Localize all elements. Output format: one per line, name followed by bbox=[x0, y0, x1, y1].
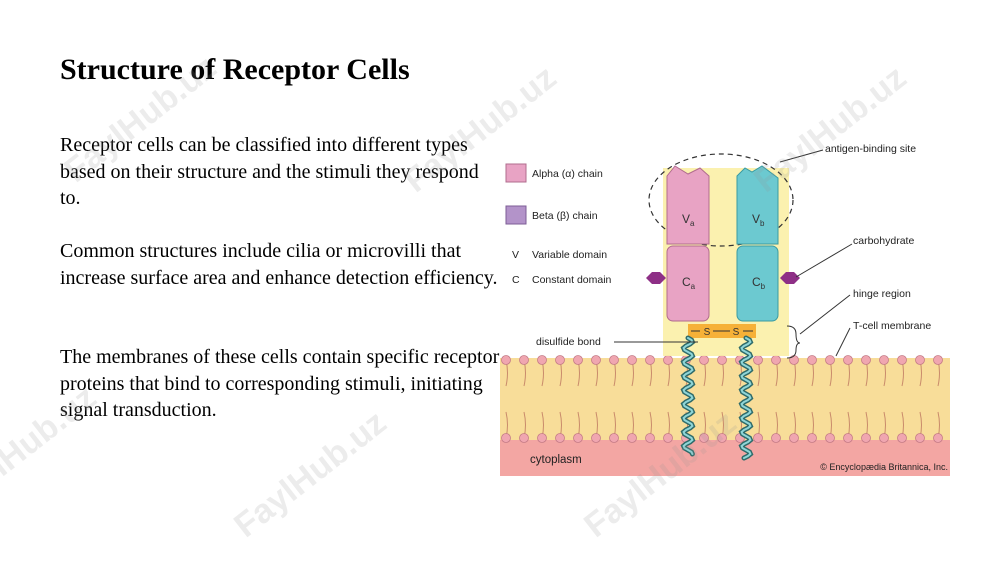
lipid-head bbox=[663, 355, 673, 365]
lipid-head bbox=[573, 433, 583, 443]
lipid-head bbox=[897, 355, 907, 365]
lipid-head bbox=[825, 433, 835, 443]
lipid-head bbox=[807, 433, 817, 443]
lipid-head bbox=[753, 355, 763, 365]
lipid-head bbox=[591, 433, 601, 443]
lipid-head bbox=[699, 433, 709, 443]
lipid-head bbox=[627, 355, 637, 365]
alpha-chain-swatch bbox=[505, 163, 527, 183]
lipid-head bbox=[717, 355, 727, 365]
lipid-head bbox=[771, 433, 781, 443]
t-cell-receptor-diagram: S S Va Vb Ca Cb Alpha (α) chain Beta (β)… bbox=[500, 138, 955, 478]
label-disulfide-bond: disulfide bond bbox=[536, 336, 601, 348]
lipid-head bbox=[609, 355, 619, 365]
alpha-constant-label: Ca bbox=[682, 275, 696, 291]
lipid-head bbox=[753, 433, 763, 443]
lipid-head bbox=[915, 355, 925, 365]
label-hinge-region: hinge region bbox=[853, 288, 911, 300]
lipid-head bbox=[879, 433, 889, 443]
sulfur-left: S bbox=[704, 327, 711, 338]
carbohydrate-left bbox=[646, 272, 666, 284]
legend-v-key: V bbox=[512, 249, 519, 261]
paragraph-receptor-proteins: The membranes of these cells contain spe… bbox=[60, 346, 500, 421]
carbohydrate-right bbox=[780, 272, 800, 284]
cytoplasm-region bbox=[500, 440, 950, 476]
lipid-head bbox=[789, 355, 799, 365]
lipid-head bbox=[915, 433, 925, 443]
sulfur-right: S bbox=[733, 327, 740, 338]
lipid-head bbox=[933, 355, 943, 365]
beta-variable-label: Vb bbox=[752, 212, 765, 228]
alpha-variable-label: Va bbox=[682, 212, 695, 228]
watermark: FaylHub.uz bbox=[227, 403, 394, 545]
lipid-head bbox=[879, 355, 889, 365]
beta-variable-domain bbox=[736, 165, 779, 245]
antigen-binding-site-outline bbox=[648, 153, 794, 247]
lipid-head bbox=[717, 433, 727, 443]
lipid-head bbox=[825, 355, 835, 365]
lipid-head bbox=[591, 355, 601, 365]
lipid-head bbox=[501, 355, 511, 365]
slide-title: Structure of Receptor Cells bbox=[60, 53, 410, 86]
lipid-head bbox=[519, 433, 529, 443]
lipid-head bbox=[555, 355, 565, 365]
legend-constant-domain: Constant domain bbox=[532, 274, 612, 286]
lipid-head bbox=[537, 355, 547, 365]
lipid-head bbox=[699, 355, 709, 365]
legend-alpha-chain: Alpha (α) chain bbox=[532, 168, 603, 180]
legend-variable-domain: Variable domain bbox=[532, 249, 607, 261]
lipid-head bbox=[573, 355, 583, 365]
lipid-head bbox=[627, 433, 637, 443]
lipid-head bbox=[771, 355, 781, 365]
legend-beta-chain: Beta (β) chain bbox=[532, 210, 598, 222]
beta-chain-swatch bbox=[505, 205, 527, 225]
lipid-head bbox=[645, 433, 655, 443]
lipid-head bbox=[609, 433, 619, 443]
lipid-head bbox=[501, 433, 511, 443]
label-carbohydrate: carbohydrate bbox=[853, 235, 914, 247]
lipid-head bbox=[807, 355, 817, 365]
lipid-head bbox=[933, 433, 943, 443]
alpha-variable-domain bbox=[666, 165, 710, 245]
label-antigen-binding-site: antigen-binding site bbox=[825, 143, 916, 155]
lipid-head bbox=[645, 355, 655, 365]
beta-constant-label: Cb bbox=[752, 275, 766, 291]
lipid-head bbox=[843, 355, 853, 365]
beta-constant-domain bbox=[736, 245, 779, 322]
lipid-head bbox=[555, 433, 565, 443]
lipid-head bbox=[537, 433, 547, 443]
lipid-head bbox=[861, 355, 871, 365]
lipid-head bbox=[789, 433, 799, 443]
label-t-cell-membrane: T-cell membrane bbox=[853, 320, 931, 332]
copyright-notice: © Encyclopædia Britannica, Inc. bbox=[820, 462, 948, 472]
legend-c-key: C bbox=[512, 274, 520, 286]
paragraph-structure-classification: Receptor cells can be classified into di… bbox=[60, 134, 479, 209]
lipid-head bbox=[897, 433, 907, 443]
paragraph-cilia-microvilli: Common structures include cilia or micro… bbox=[60, 240, 498, 289]
lipid-head bbox=[663, 433, 673, 443]
alpha-constant-domain bbox=[666, 245, 710, 322]
lipid-head bbox=[519, 355, 529, 365]
lipid-head bbox=[843, 433, 853, 443]
label-cytoplasm: cytoplasm bbox=[530, 454, 582, 466]
lipid-head bbox=[861, 433, 871, 443]
